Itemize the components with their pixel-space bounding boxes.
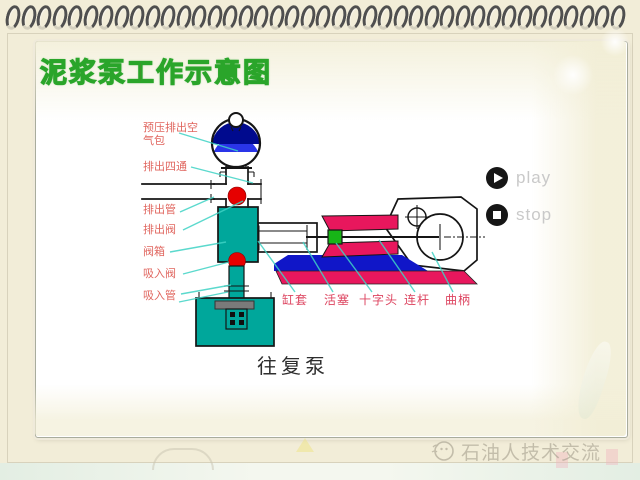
label-valve-box: 阀箱: [143, 246, 165, 258]
watermark-text: 石油人技术交流: [461, 442, 602, 464]
tank-rim-ticks: [198, 292, 272, 298]
label-suction-valve: 吸入阀: [143, 268, 176, 280]
label-discharge-cross: 排出四通: [143, 161, 187, 173]
dome-top-ring: [228, 112, 244, 128]
suction-pipe: [228, 265, 245, 301]
play-button[interactable]: play: [486, 167, 551, 189]
leader-lines: [169, 132, 454, 303]
stop-label: stop: [516, 205, 553, 224]
crosshead-guide-lower: [321, 240, 399, 258]
watermark: 石油人技术交流: [429, 437, 601, 465]
crosshead-guide-upper: [321, 214, 399, 232]
discharge-valve: [227, 186, 247, 206]
play-label: play: [516, 168, 552, 187]
label-discharge-pipe: 排出管: [143, 204, 176, 216]
strainer-holes: [230, 312, 244, 325]
crosshead: [327, 229, 343, 245]
bottom-strip: [0, 463, 640, 480]
label-discharge-valve: 排出阀: [143, 224, 176, 236]
camel-logo-icon: [431, 441, 454, 461]
air-dome: [210, 112, 262, 169]
label-cylinder-liner: 缸套: [282, 293, 309, 307]
label-crosshead: 十字头: [359, 293, 399, 307]
label-crank: 曲柄: [445, 293, 472, 307]
stop-button[interactable]: stop: [486, 204, 552, 226]
strainer-cap: [214, 300, 255, 310]
slide-title: 泥浆泵工作示意图: [39, 57, 272, 88]
label-connecting-rod: 连杆: [404, 293, 431, 307]
play-icon: [486, 167, 508, 189]
diagram-caption: 往复泵: [257, 356, 329, 378]
crank-pin-cross: [405, 205, 429, 229]
frame-band: [275, 270, 478, 285]
label-piston: 活塞: [324, 293, 351, 307]
label-precharge-air-bag: 预压排出空气包: [143, 122, 198, 147]
label-suction-pipe: 吸入管: [143, 290, 176, 302]
stop-icon: [486, 204, 508, 226]
